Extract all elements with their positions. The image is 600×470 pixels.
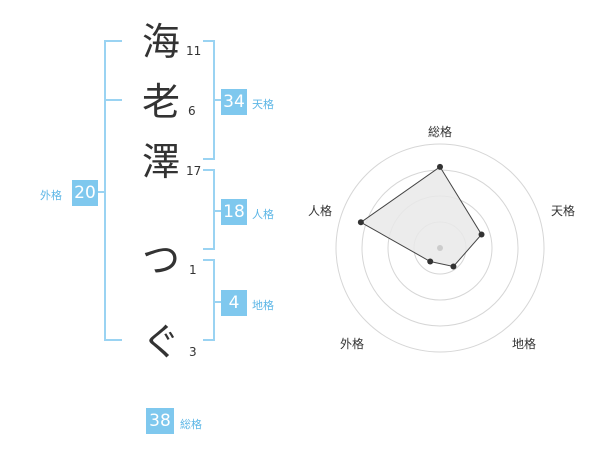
name-char-3: 澤 xyxy=(141,140,180,184)
radar-point-4 xyxy=(427,258,434,265)
radar-point-1 xyxy=(437,163,443,170)
radar-point-5 xyxy=(357,219,364,226)
jinkaku-badge: 18 xyxy=(221,199,247,225)
gaikaku-bracket xyxy=(104,40,122,341)
radar-axis-label-gaikaku: 外格 xyxy=(340,337,365,351)
stroke-count-1: 11 xyxy=(186,44,202,58)
name-char-2: 老 xyxy=(141,80,180,124)
radar-axis-label-jinkaku: 人格 xyxy=(308,204,333,218)
stroke-count-2: 6 xyxy=(188,104,196,118)
chikaku-label: 地格 xyxy=(252,299,274,312)
gaikaku-badge: 20 xyxy=(72,180,98,206)
radar-axis-label-tenkaku: 天格 xyxy=(551,204,576,218)
chikaku-bracket xyxy=(203,259,222,341)
radar-axis-label-soukaku: 総格 xyxy=(428,125,453,139)
radar-points xyxy=(357,163,485,270)
name-char-1: 海 xyxy=(141,20,180,64)
jinkaku-bracket xyxy=(203,169,222,250)
tenkaku-bracket xyxy=(203,40,222,160)
radar-center-dot xyxy=(437,245,443,251)
name-char-4: つ xyxy=(141,238,180,282)
tenkaku-badge: 34 xyxy=(221,89,247,115)
radar-data-area xyxy=(359,166,483,268)
radar-point-2 xyxy=(478,231,485,238)
tenkaku-label: 天格 xyxy=(252,98,274,111)
stroke-count-4: 1 xyxy=(189,263,197,277)
chikaku-badge: 4 xyxy=(221,290,247,316)
radar-point-3 xyxy=(450,263,457,270)
radar-ring xyxy=(335,143,545,353)
jinkaku-label: 人格 xyxy=(252,208,274,221)
gaikaku-label: 外格 xyxy=(40,189,62,202)
name-char-5: ぐ xyxy=(141,320,180,364)
stroke-count-3: 17 xyxy=(186,164,202,178)
radar-axis-label-chikaku: 地格 xyxy=(512,337,537,351)
stroke-count-5: 3 xyxy=(189,345,197,359)
soukaku-badge: 38 xyxy=(146,408,174,434)
soukaku-label: 総格 xyxy=(180,418,202,431)
